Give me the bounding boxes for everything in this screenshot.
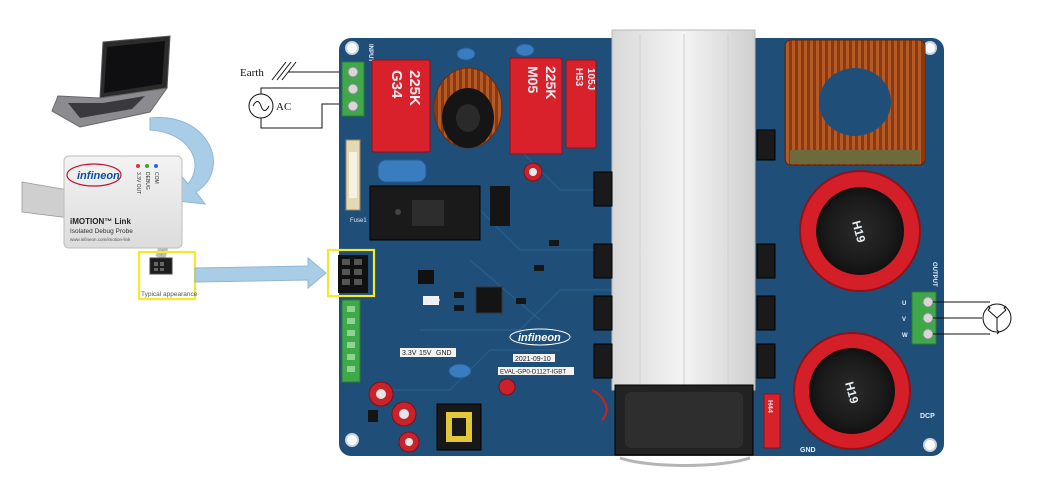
vsp-jumper: VSP (418, 270, 441, 306)
svg-text:G34: G34 (388, 70, 405, 99)
svg-text:225K: 225K (543, 66, 559, 99)
motor-wiring (933, 301, 1012, 335)
gnd-label: GND (800, 447, 816, 454)
led-com-icon (154, 164, 158, 168)
evaluation-board: INPUT Fuse1 G34 225K M05 225K H53 105J (326, 29, 944, 467)
input-label: INPUT (367, 44, 373, 62)
svg-text:H44: H44 (766, 400, 773, 413)
svg-text:15V: 15V (419, 350, 432, 357)
board-part-number: EVAL-GP0-D112T-IGBT (500, 369, 566, 376)
io-connector-strip (341, 299, 361, 383)
svg-text:105J: 105J (585, 68, 596, 90)
cooling-fan (614, 384, 754, 467)
svg-text:V: V (902, 317, 906, 323)
debug-header (326, 248, 376, 298)
bulk-capacitor-bottom: H19 (793, 332, 911, 450)
film-capacitor-small: H53 105J (565, 59, 597, 149)
board-date: 2021-09-10 (515, 356, 551, 363)
earth-label: Earth (240, 67, 264, 79)
board-brand-logo: infineon (518, 332, 561, 344)
small-film-capacitor: H44 (763, 393, 781, 449)
probe-url: www.infineon.com/imotion-link (70, 237, 131, 242)
led-label-com: COM (153, 172, 159, 184)
svg-text:GND: GND (436, 350, 452, 357)
svg-text:H19: H19 (842, 380, 861, 405)
probe-caption: Typical appearance (141, 291, 198, 298)
vsp-label: VSP (424, 297, 441, 306)
controller-ic (475, 286, 503, 314)
debug-link-arrow (194, 256, 327, 290)
svg-text:M05: M05 (525, 66, 541, 93)
probe-connector: Typical appearance (137, 250, 198, 301)
pfc-inductor (784, 39, 926, 166)
probe-brand-logo: infineon (77, 170, 120, 182)
laptop-illustration (51, 35, 171, 128)
fuse-label: Fuse1 (350, 218, 367, 224)
header-highlight-box (326, 248, 376, 298)
mains-wiring: Earth AC (240, 61, 346, 129)
svg-text:W: W (902, 333, 908, 339)
flyback-transformer (436, 403, 482, 451)
x-capacitor-large: G34 225K (371, 59, 431, 153)
ac-label: AC (276, 101, 291, 113)
earth-symbol-icon (271, 61, 297, 81)
board-branding: infineon 2021-09-10 EVAL-GP0-D112T-IGBT (498, 328, 574, 376)
led-label-debug: DEBUG (144, 172, 150, 190)
heatsink (611, 29, 756, 391)
x-capacitor-mid: M05 225K (509, 57, 563, 155)
debug-probe: infineon 3.3V OUT DEBUG COM iMOTION™ Lin… (63, 155, 183, 249)
supply-rail-labels: 3.3V 15V GND (400, 348, 456, 357)
dcp-label: DCP (920, 413, 935, 420)
probe-title: iMOTION™ Link (70, 217, 131, 226)
probe-subtitle: Isolated Debug Probe (70, 228, 133, 235)
fuse: Fuse1 (345, 139, 367, 224)
input-terminal: INPUT (341, 44, 373, 117)
bridge-rectifier (369, 185, 481, 241)
svg-text:U: U (902, 301, 906, 307)
usb-link-arrow (149, 117, 214, 205)
output-label: OUTPUT (931, 262, 937, 287)
svg-text:H53: H53 (573, 68, 584, 87)
svg-text:3.3V: 3.3V (402, 350, 417, 357)
bulk-capacitor-top: H19 (799, 170, 921, 292)
led-3v3-icon (136, 164, 140, 168)
svg-text:225K: 225K (406, 70, 423, 106)
led-debug-icon (145, 164, 149, 168)
led-label-3v3: 3.3V OUT (135, 172, 141, 194)
svg-text:H19: H19 (849, 219, 868, 244)
output-terminal: OUTPUT U V W (902, 262, 937, 345)
common-mode-choke (433, 67, 503, 149)
